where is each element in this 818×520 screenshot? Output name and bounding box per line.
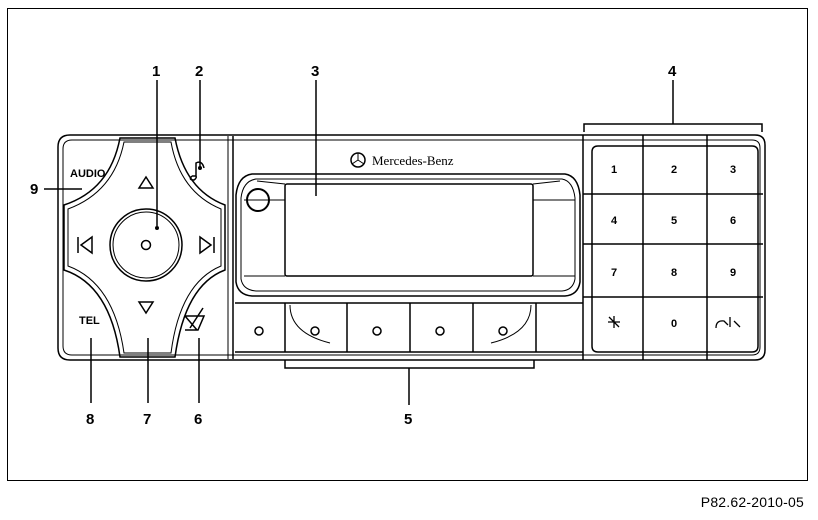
callout-4: 4 — [668, 63, 677, 80]
key-6[interactable]: 6 — [730, 215, 736, 227]
skip-back-icon[interactable] — [77, 235, 93, 255]
softkey-3[interactable] — [372, 326, 382, 336]
audio-button-label[interactable]: AUDIO — [70, 168, 106, 180]
softkey-2[interactable] — [310, 326, 320, 336]
tel-button-label[interactable]: TEL — [79, 315, 100, 327]
key-4[interactable]: 4 — [611, 215, 618, 227]
display-eject-knob[interactable] — [246, 188, 270, 212]
softkey-curve-1 — [289, 304, 331, 344]
joystick-knob[interactable] — [109, 208, 183, 282]
callout-3: 3 — [311, 63, 319, 80]
arrow-up-icon[interactable] — [137, 175, 155, 189]
key-0[interactable]: 0 — [671, 318, 677, 330]
radio-housing — [57, 134, 766, 361]
key-9[interactable]: 9 — [730, 267, 736, 279]
keypad-frame — [591, 145, 759, 353]
mute-icon[interactable] — [184, 307, 206, 331]
callout-7: 7 — [143, 411, 151, 428]
softkey-curve-5 — [490, 304, 532, 344]
callout-8: 8 — [86, 411, 94, 428]
display-bevel-tl — [256, 180, 286, 185]
key-8[interactable]: 8 — [671, 267, 677, 279]
radio-housing-inner — [62, 139, 761, 356]
cross-pad — [63, 137, 226, 358]
key-7[interactable]: 7 — [611, 267, 617, 279]
callout-2: 2 — [195, 63, 203, 80]
cross-pad-inner — [67, 141, 222, 354]
keypad-grid — [582, 135, 763, 360]
music-note-icon[interactable] — [189, 161, 205, 181]
callout-1: 1 — [152, 63, 160, 80]
mercedes-star-arms — [351, 153, 365, 165]
display-screen — [284, 183, 534, 277]
brand-label: Mercedes-Benz — [372, 153, 454, 168]
callout-9: 9 — [30, 181, 38, 198]
display-bezel-inner — [240, 178, 576, 292]
bracket-4 — [583, 80, 763, 132]
key-3[interactable]: 3 — [730, 164, 736, 176]
key-5[interactable]: 5 — [671, 215, 677, 227]
key-1[interactable]: 1 — [611, 164, 617, 176]
joystick-center-dot — [140, 239, 152, 251]
display-bevel-tr — [532, 180, 561, 185]
softkey-1[interactable] — [254, 326, 264, 336]
softkey-4[interactable] — [435, 326, 445, 336]
bracket-5 — [284, 360, 535, 405]
joystick-knob-rim — [112, 211, 180, 279]
skip-forward-icon[interactable] — [199, 235, 215, 255]
star-key-icon[interactable] — [608, 316, 620, 328]
callout-5: 5 — [404, 411, 412, 428]
display-bezel — [235, 173, 581, 297]
figure-frame — [7, 8, 808, 481]
phone-key-icon[interactable] — [715, 317, 741, 329]
callout-6: 6 — [194, 411, 202, 428]
key-2[interactable]: 2 — [671, 164, 677, 176]
figure-code: P82.62-2010-05 — [700, 494, 804, 510]
softkey-row — [235, 302, 583, 353]
arrow-down-icon[interactable] — [137, 301, 155, 315]
softkey-5[interactable] — [498, 326, 508, 336]
